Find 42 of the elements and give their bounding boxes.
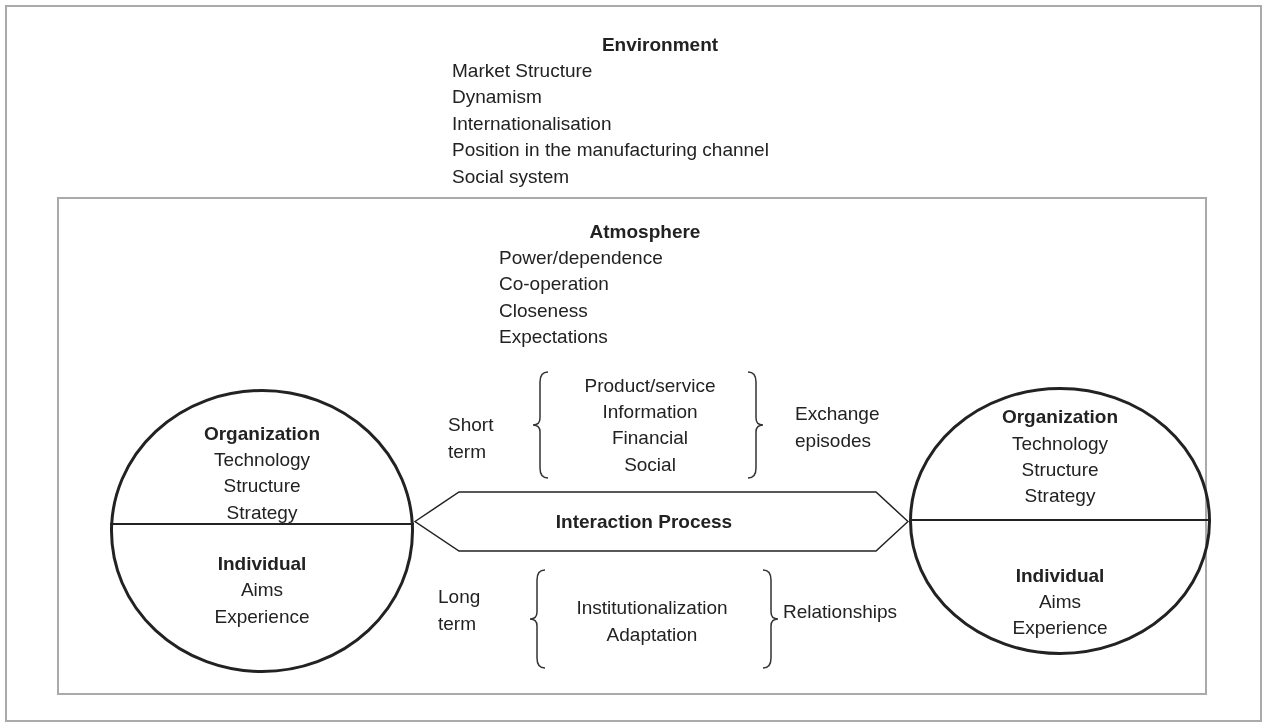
label-text: Social: [624, 454, 676, 476]
label-text: Exchange episodes: [795, 402, 881, 453]
label-text: Short term: [448, 413, 495, 464]
item-text: Experience: [1012, 617, 1108, 639]
item-text: Internationalisation: [452, 113, 612, 135]
heading-text: Interaction Process: [555, 511, 733, 533]
heading-text: Organization: [203, 423, 321, 445]
label-text: Adaptation: [606, 624, 698, 646]
heading-text: Individual: [1015, 565, 1105, 587]
label-text: Long term: [438, 585, 482, 636]
item-text: Technology: [1011, 433, 1109, 455]
item-text: Power/dependence: [499, 247, 663, 269]
label-text: Relationships: [783, 601, 898, 623]
ellipse-lower-half: [909, 521, 1211, 655]
outer-frame: [5, 5, 1262, 722]
heading-text: Atmosphere: [589, 221, 701, 243]
item-text: Social system: [452, 166, 570, 188]
item-text: Co-operation: [499, 273, 609, 295]
item-text: Dynamism: [452, 86, 542, 108]
label-text: Information: [602, 401, 698, 423]
item-text: Strategy: [226, 502, 298, 524]
ellipse-lower-half: [110, 525, 414, 673]
label-text: Financial: [612, 427, 688, 449]
item-text: Structure: [1021, 459, 1099, 481]
item-text: Position in the manufacturing channel: [452, 139, 769, 161]
item-text: Technology: [213, 449, 311, 471]
item-text: Expectations: [499, 326, 608, 348]
item-text: Market Structure: [452, 60, 593, 82]
hexagon-shape: [414, 491, 909, 552]
label-text: Institutionalization: [576, 597, 728, 619]
item-text: Closeness: [499, 300, 588, 322]
item-text: Experience: [214, 606, 310, 628]
item-text: Strategy: [1024, 485, 1096, 507]
heading-text: Organization: [1001, 406, 1119, 428]
label-text: Product/service: [584, 375, 716, 397]
item-text: Aims: [1038, 591, 1082, 613]
item-text: Aims: [240, 579, 284, 601]
heading-text: Individual: [217, 553, 307, 575]
item-text: Structure: [223, 475, 301, 497]
ellipse-upper-half: [909, 387, 1211, 521]
ellipse-upper-half: [110, 389, 414, 525]
heading-text: Environment: [601, 34, 719, 56]
